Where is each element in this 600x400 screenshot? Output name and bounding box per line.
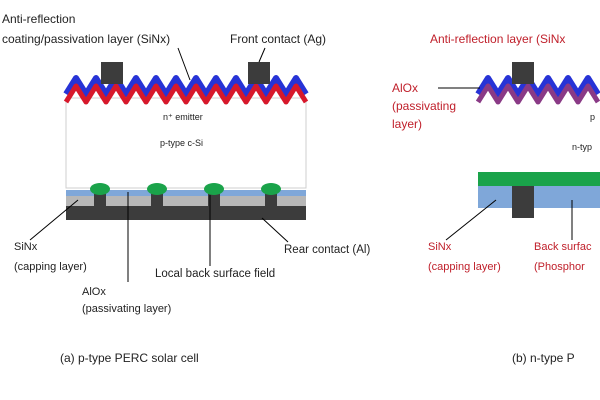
panel-a-lbsf-3 <box>204 183 224 195</box>
panel-b-emitter-label: p <box>590 112 595 122</box>
panel-a-lbsf-2 <box>147 183 167 195</box>
panel-a-caption: (a) p-type PERC solar cell <box>60 351 199 365</box>
panel-a-bulk-body <box>65 97 307 189</box>
panel-a-leader-arc <box>177 47 191 81</box>
panel-b-alox-label-line3: layer) <box>392 117 422 131</box>
panel-a-emitter-label: n⁺ emitter <box>163 112 203 122</box>
panel-b-bsf-label-line1: Back surfac <box>534 241 592 253</box>
panel-a-arc-label-line1: Anti-reflection <box>2 12 75 26</box>
panel-b-capping-layer <box>478 186 600 208</box>
panel-b-bsf-label-line2: (Phosphor <box>534 261 585 273</box>
panel-a-front-contact-label: Front contact (Ag) <box>230 32 326 46</box>
panel-a-bulk-label: p-type c-Si <box>160 138 203 148</box>
panel-a-leader-sinx <box>29 199 79 241</box>
panel-a-leader-front <box>258 47 266 63</box>
panel-a: Anti-reflection coating/passivation laye… <box>2 12 370 365</box>
panel-a-lbsf-label: Local back surface field <box>155 268 275 280</box>
panel-b-arc-label: Anti-reflection layer (SiNx <box>430 32 565 46</box>
panel-a-leader-rear <box>261 217 289 243</box>
panel-a-sinx-label-line2: (capping layer) <box>14 261 87 273</box>
panel-a-sinx-label-line1: SiNx <box>14 241 38 253</box>
panel-a-alox-label-line2: (passivating layer) <box>82 303 171 315</box>
panel-b-leader-sinx <box>445 199 497 241</box>
panel-b-rear-contact <box>512 186 534 218</box>
panel-a-arc-label-line2: coating/passivation layer (SiNx) <box>2 32 170 46</box>
panel-b-front-contact <box>512 62 534 84</box>
panel-a-sinx-capping-layer <box>66 196 306 206</box>
panel-b-sinx-layer <box>475 75 600 97</box>
panel-a-lbsf-1 <box>90 183 110 195</box>
panel-a-front-contact-2 <box>248 62 270 84</box>
panel-b: Anti-reflection layer (SiNx AlOx (passiv… <box>392 32 600 365</box>
panel-b-alox-layer <box>475 83 600 105</box>
panel-a-rear-contact-label: Rear contact (Al) <box>284 244 370 256</box>
panel-a-lbsf-4 <box>261 183 281 195</box>
panel-b-alox-label-line2: (passivating <box>392 99 456 113</box>
panel-a-emitter-layer <box>63 83 309 105</box>
panel-b-bsf-layer <box>478 172 600 186</box>
panel-b-sinx-label-line2: (capping layer) <box>428 261 501 273</box>
panel-a-sinx-layer <box>63 75 309 97</box>
panel-b-alox-label-line1: AlOx <box>392 81 418 95</box>
panel-a-rear-contact <box>66 206 306 220</box>
panel-a-front-contact-1 <box>101 62 123 84</box>
panel-a-alox-layer <box>66 190 306 196</box>
panel-b-sinx-label-line1: SiNx <box>428 241 452 253</box>
panel-b-bulk-label: n-typ <box>572 142 592 152</box>
panel-a-alox-label-line1: AlOx <box>82 286 106 298</box>
panel-b-caption: (b) n-type P <box>512 351 575 365</box>
